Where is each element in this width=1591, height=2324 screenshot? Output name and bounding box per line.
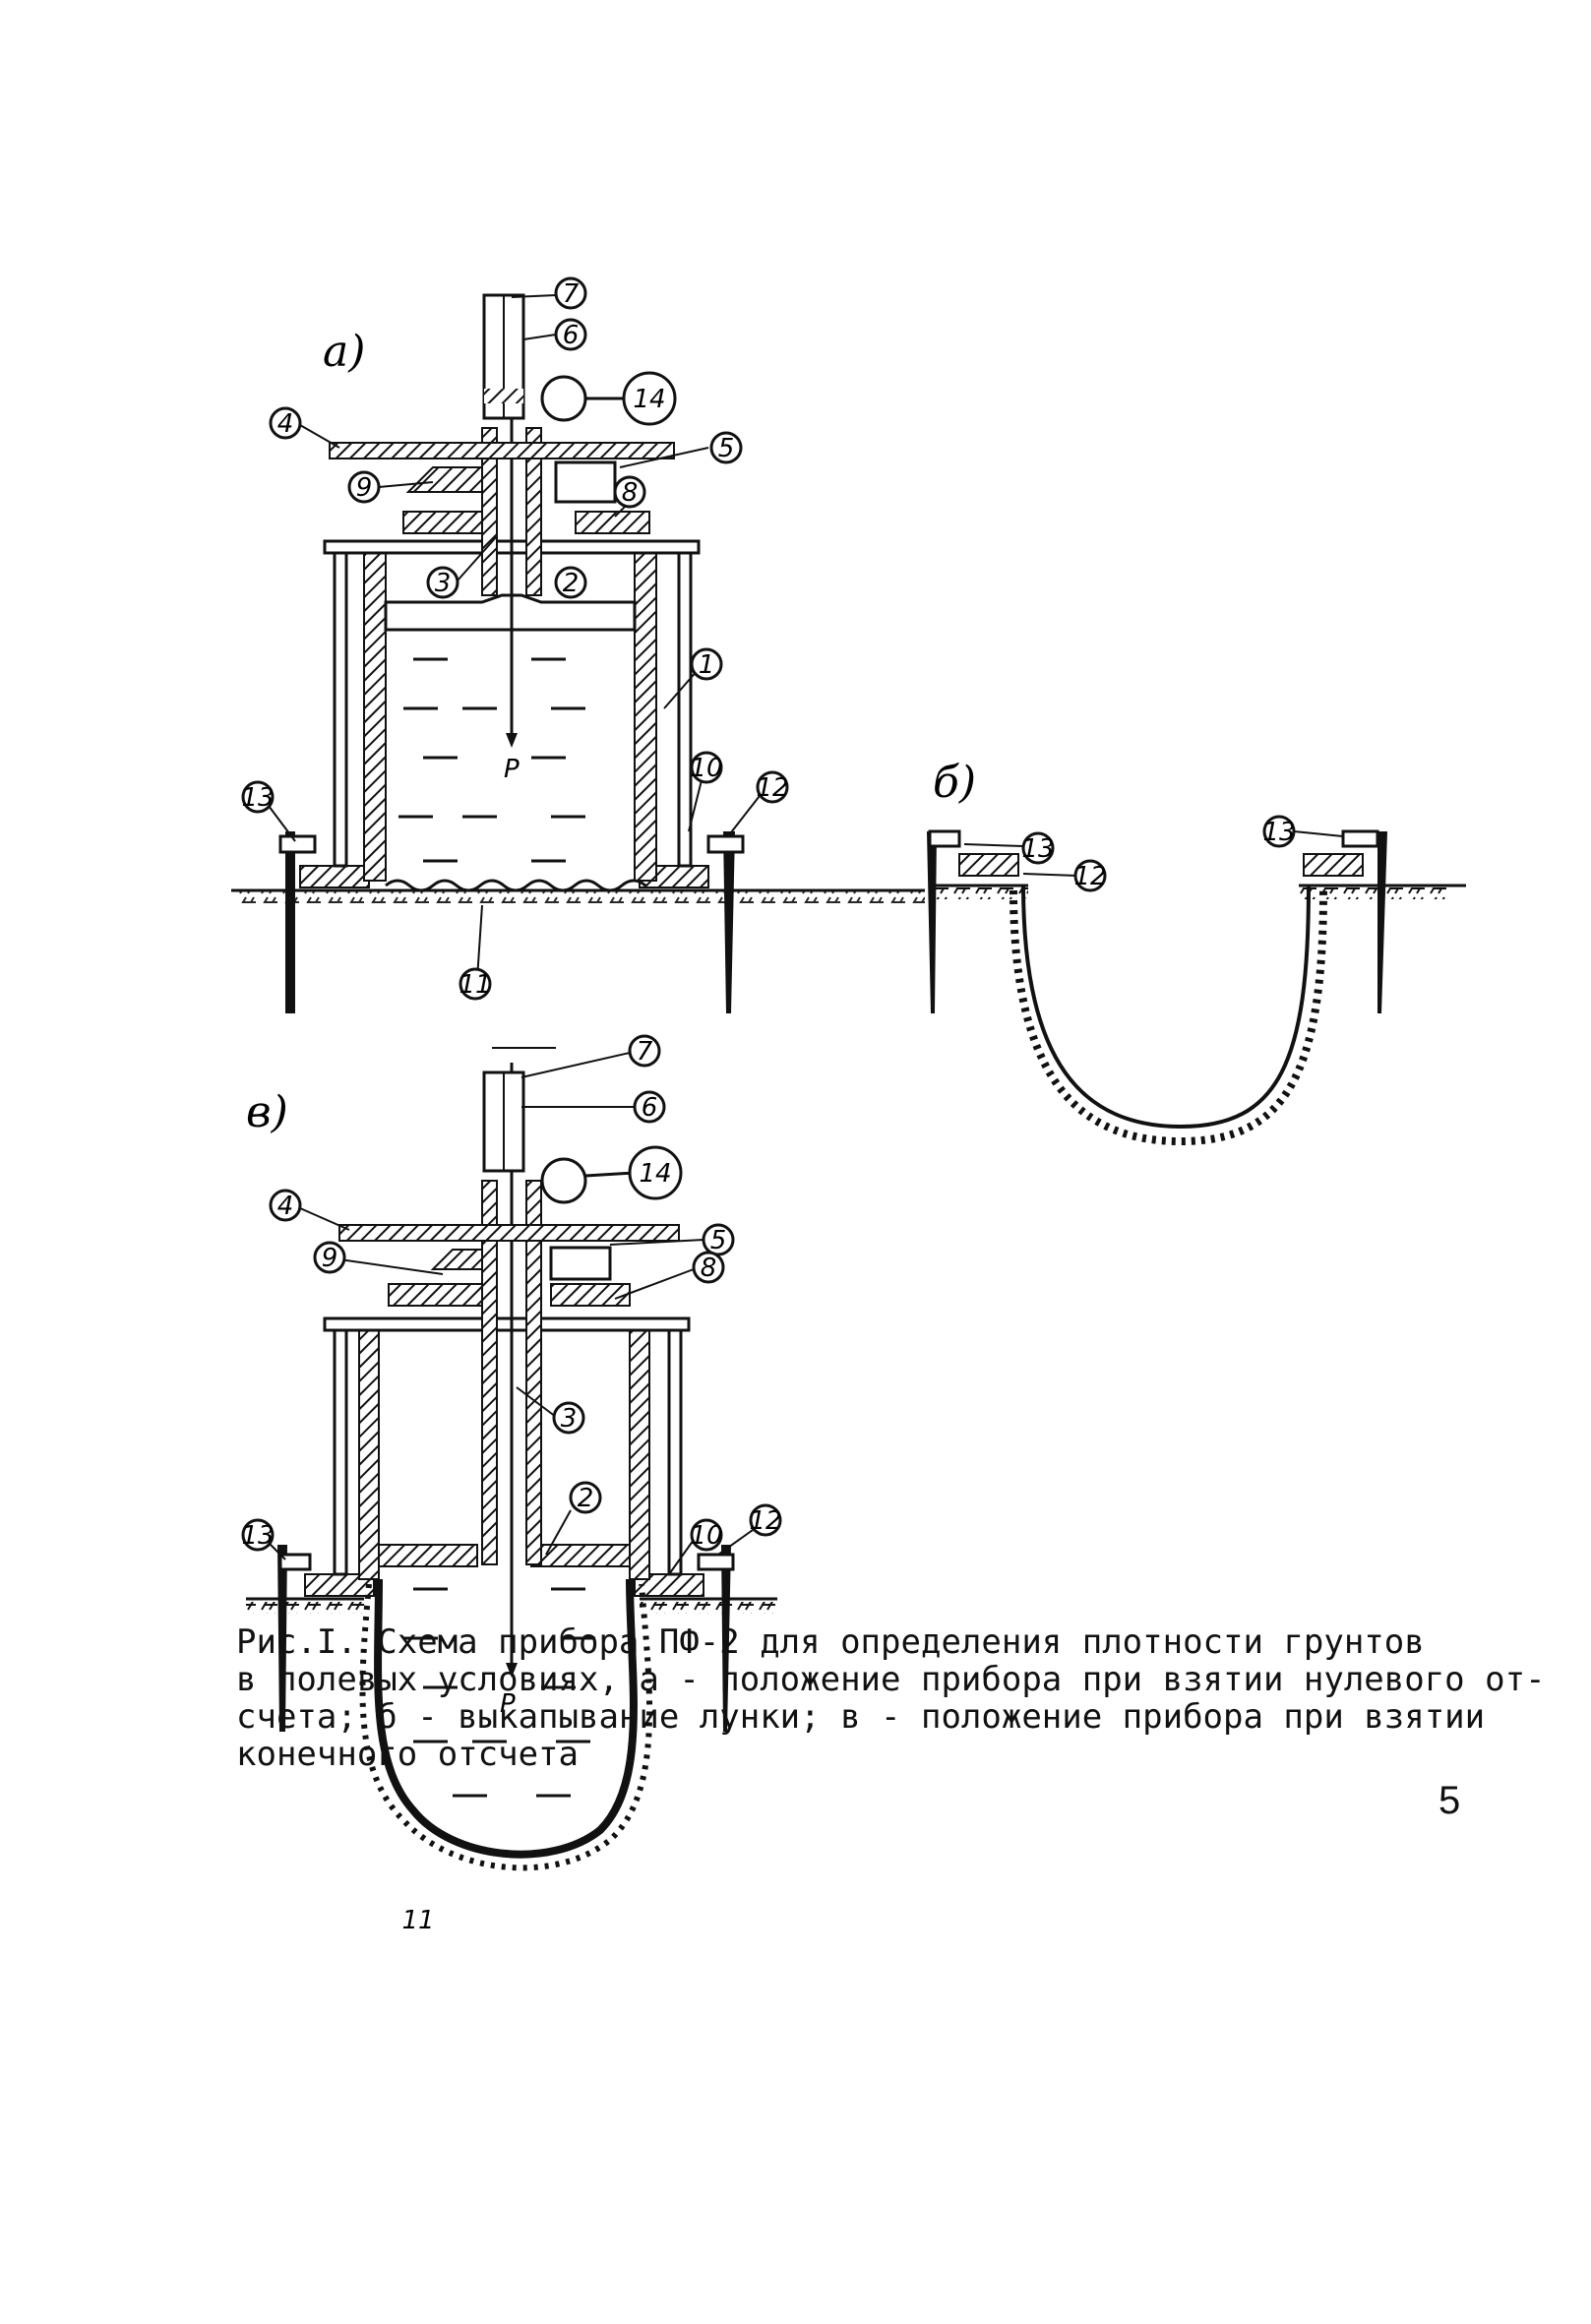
label-v-11: 11	[401, 1906, 434, 1935]
caption-line-1: Рис.I. Схема прибора ПФ-2 для определени…	[236, 1622, 1425, 1662]
page-number: 5	[1438, 1779, 1461, 1822]
label-11: 11	[459, 970, 491, 1000]
label-v-2: 2	[578, 1484, 594, 1513]
label-v-10: 10	[690, 1521, 722, 1551]
label-b-12: 12	[1073, 862, 1106, 891]
label-v-6: 6	[642, 1093, 658, 1123]
pressure-label-v: P	[500, 1689, 516, 1719]
label-v-3: 3	[561, 1404, 578, 1434]
label-4: 4	[277, 409, 294, 439]
caption-line-4: конечного отсчета	[236, 1735, 579, 1774]
caption-line-3: счета; б - выкапывание лунки; в - положе…	[236, 1697, 1486, 1737]
subfigure-a: а) P	[231, 276, 925, 1013]
label-v-13: 13	[241, 1521, 274, 1551]
label-v-8: 8	[701, 1254, 717, 1283]
label-v-7: 7	[637, 1037, 653, 1067]
label-3: 3	[435, 569, 452, 598]
label-v-12: 12	[749, 1506, 781, 1536]
label-14: 14	[633, 385, 665, 414]
label-v-14: 14	[639, 1159, 671, 1189]
label-v-4: 4	[277, 1192, 294, 1221]
subfigure-b-label: б)	[933, 758, 976, 808]
figure-caption: Рис.I. Схема прибора ПФ-2 для определени…	[236, 1622, 1546, 1774]
pressure-label-a: P	[504, 755, 520, 784]
label-5: 5	[718, 434, 735, 463]
subfigure-b: б) 13 12 13	[927, 758, 1466, 1146]
label-12: 12	[756, 773, 788, 803]
label-10: 10	[690, 754, 722, 783]
label-2: 2	[563, 569, 580, 598]
label-1: 1	[699, 650, 715, 680]
label-b-13-right: 13	[1262, 818, 1295, 847]
label-6: 6	[563, 321, 580, 350]
label-v-5: 5	[710, 1226, 727, 1255]
label-9: 9	[356, 473, 373, 503]
label-13: 13	[241, 783, 274, 813]
label-7: 7	[563, 279, 580, 309]
subfigure-v: в) P	[241, 1034, 782, 1935]
caption-line-2: в полевых условиях, а - положение прибор…	[236, 1660, 1546, 1699]
label-v-9: 9	[322, 1244, 338, 1273]
label-8: 8	[622, 478, 639, 508]
subfigure-a-label: а)	[323, 327, 365, 377]
subfigure-v-label: в)	[246, 1087, 288, 1137]
label-b-13: 13	[1021, 834, 1054, 864]
